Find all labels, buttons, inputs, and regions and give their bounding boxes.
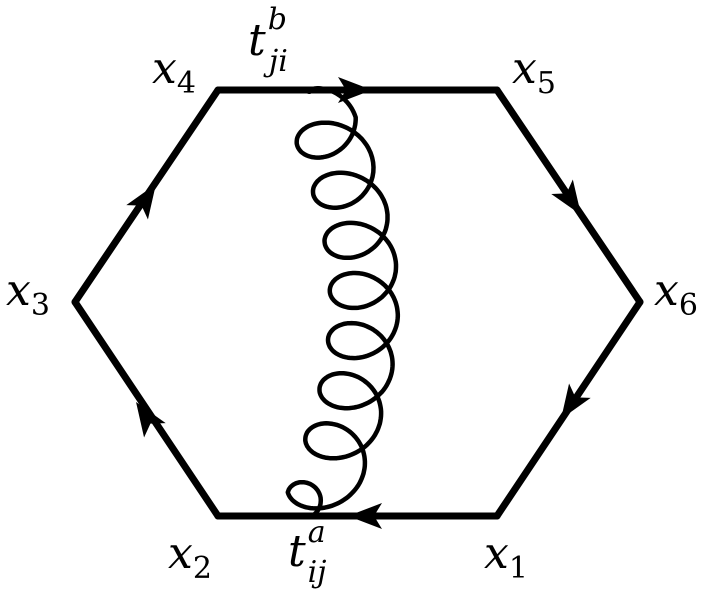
arrowheads [126,77,591,529]
arrow-bottom-icon [348,503,382,529]
gluon-line [285,86,401,519]
vertex-label-x1: x1 [484,528,528,586]
arrow-top-icon [338,77,372,103]
arrow-right-lower-icon [561,383,591,419]
vertex-label-x3: x3 [6,265,50,323]
arrow-left-lower-icon [136,402,166,438]
vertex-labels: x4 x5 x3 x6 x2 x1 [6,43,698,586]
vertex-label-x6: x6 [654,265,698,323]
vertex-label-x2: x2 [168,528,212,586]
vertex-label-x4: x4 [152,43,196,101]
arrow-right-upper-icon [551,179,582,215]
arrow-left-upper-icon [126,184,156,220]
vertex-label-x5: x5 [512,43,556,101]
edge-x2-x3 [71,298,222,520]
